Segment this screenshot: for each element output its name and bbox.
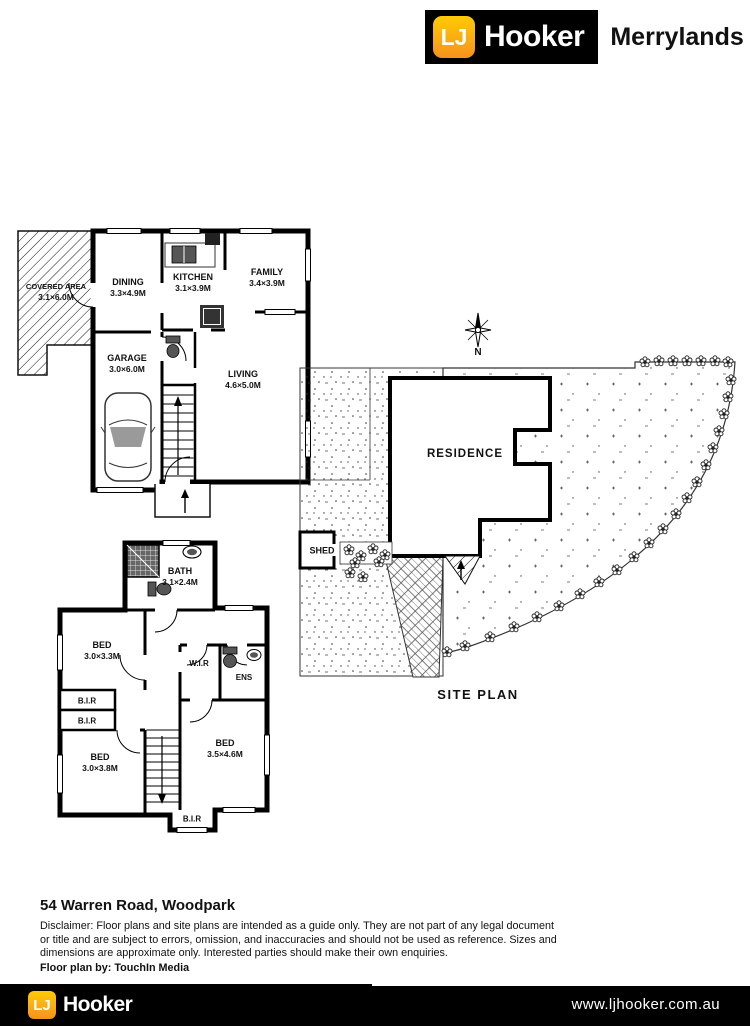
bir-closet — [58, 708, 117, 732]
covered-area — [17, 230, 94, 376]
ljhooker-logo: LJ Hooker — [425, 10, 599, 64]
shed: SHED — [298, 530, 341, 570]
brand-name: Hooker — [484, 20, 585, 53]
disclaimer-line: or title and are subject to errors, omis… — [40, 933, 557, 946]
first-outer-walls — [57, 540, 270, 833]
floorplan-credit: Floor plan by: TouchIn Media — [40, 962, 190, 974]
room-name-label: FAMILY — [251, 267, 283, 277]
shower-icon — [126, 544, 160, 578]
lj-monogram-icon: LJ — [28, 991, 56, 1019]
footer-brand-name: Hooker — [63, 993, 133, 1016]
room-dims-label: 4.6×5.0M — [225, 380, 261, 390]
room-dims-label: 3.4×3.9M — [249, 278, 285, 288]
residence-label: RESIDENCE — [427, 448, 503, 460]
entry-porch — [154, 484, 211, 518]
room-dims-label: 3.0×3.8M — [82, 763, 118, 773]
room-name-label: COVERED AREA — [26, 282, 87, 291]
room-name-label: B.I.R — [78, 717, 96, 726]
room-dims-label: 3.0×6.0M — [109, 364, 145, 374]
room-name-label: B.I.R — [183, 815, 201, 824]
car-icon — [100, 392, 156, 482]
room-name-label: B.I.R — [78, 697, 96, 706]
address-title: 54 Warren Road, Woodpark — [40, 897, 236, 914]
ground-room-labels: COVERED AREA 3.1×6.0M DINING 3.3×4.9M KI… — [26, 267, 285, 390]
entry-arrow-icon — [457, 560, 465, 569]
room-name-label: KITCHEN — [173, 272, 213, 282]
disclaimer-line: Disclaimer: Floor plans and site plans a… — [40, 920, 554, 932]
first-windows — [57, 540, 270, 833]
footer-ljhooker-logo: LJ Hooker — [28, 991, 133, 1019]
lj-monogram-text: LJ — [440, 23, 468, 50]
room-dims-label: 3.3×4.9M — [110, 288, 146, 298]
room-name-label: DINING — [112, 277, 144, 287]
ground-interior-walls — [93, 231, 308, 490]
site-plan-title: SITE PLAN — [437, 687, 518, 702]
shed-label: SHED — [309, 546, 335, 556]
ground-doors — [68, 282, 191, 485]
room-name-label: BATH — [168, 566, 192, 576]
room-name-label: LIVING — [228, 369, 258, 379]
compass-icon — [464, 312, 492, 348]
room-name-label: W.I.R — [189, 659, 209, 668]
stairs-first-icon — [146, 729, 179, 804]
room-dims-label: 3.0×3.3M — [84, 651, 120, 661]
room-dims-label: 3.5×4.6M — [207, 749, 243, 759]
basin-icon — [182, 545, 202, 559]
entry-arrow-icon — [181, 489, 189, 498]
website-url: www.ljhooker.com.au — [571, 996, 720, 1013]
room-dims-label: 3.1×6.0M — [38, 292, 74, 302]
first-interior-walls — [125, 608, 267, 815]
first-floor-plan: BATH 3.1×2.4M BED 3.0×3.3M B.I.R B.I.R B… — [57, 540, 270, 833]
lj-monogram-text: LJ — [33, 996, 51, 1014]
office-name: Merrylands — [610, 22, 744, 51]
site-plan: RESIDENCE SHED — [298, 312, 737, 702]
room-dims-label: 3.1×3.9M — [175, 283, 211, 293]
room-name-label: ENS — [236, 673, 253, 682]
room-dims-label: 3.1×2.4M — [162, 577, 198, 587]
footer-bar: LJ Hooker www.ljhooker.com.au — [0, 984, 750, 1026]
disclaimer-line: dimensions are approximate only. Interes… — [40, 947, 448, 959]
room-name-label: BED — [215, 738, 235, 748]
room-name-label: BED — [90, 752, 110, 762]
kitchen-fixtures — [164, 233, 224, 328]
first-room-labels: BATH 3.1×2.4M BED 3.0×3.3M B.I.R B.I.R B… — [78, 566, 253, 824]
header: LJ Hooker Merrylands — [425, 10, 744, 64]
toilet-icon — [147, 581, 172, 597]
footer-divider-line — [372, 984, 750, 986]
ens-toilet-icon — [222, 646, 238, 668]
room-name-label: BED — [92, 640, 112, 650]
compass-north-label: N — [474, 347, 481, 358]
room-name-label: GARAGE — [107, 353, 147, 363]
disclaimer: Disclaimer: Floor plans and site plans a… — [40, 920, 557, 961]
ground-floor-plan: COVERED AREA 3.1×6.0M DINING 3.3×4.9M KI… — [17, 228, 311, 518]
garden-bed — [339, 541, 393, 583]
lj-monogram-icon: LJ — [433, 16, 475, 58]
wc-toilet-icon — [165, 335, 181, 358]
ens-basin-icon — [246, 649, 262, 661]
stairs-ground-icon — [163, 394, 194, 477]
residence-entry — [444, 555, 481, 585]
